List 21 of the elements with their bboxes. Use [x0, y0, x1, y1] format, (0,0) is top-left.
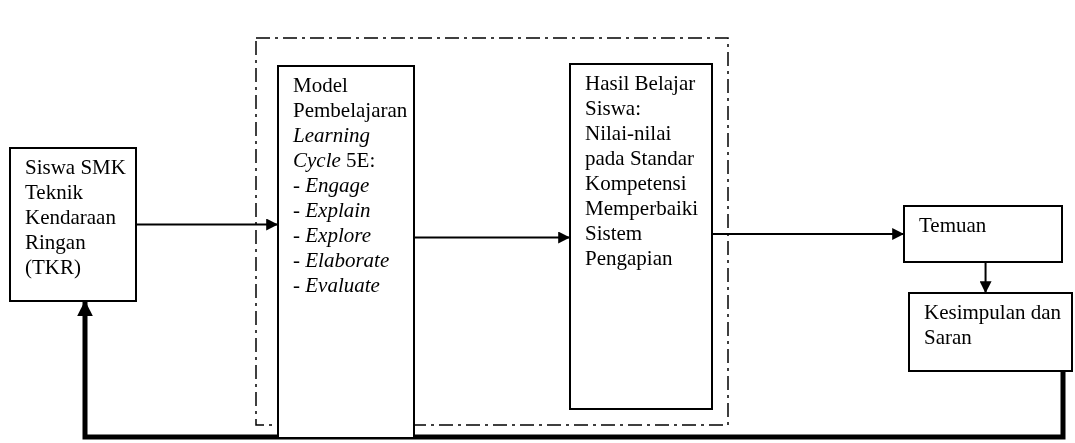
process-box: [569, 63, 713, 410]
process-box: [9, 147, 137, 302]
list-item: - Engage: [293, 173, 371, 198]
process-box: [277, 65, 415, 439]
box-text: Temuan: [919, 213, 988, 238]
box-text: Model Pembelajaran Learning Cycle 5E:: [293, 73, 409, 173]
list-item: - Explore: [293, 223, 372, 248]
process-box: [908, 292, 1073, 372]
box-text: Kesimpulan dan Saran: [924, 300, 1063, 350]
list-item: - Evaluate: [293, 273, 381, 298]
process-box: [903, 205, 1063, 263]
arrow: [414, 231, 571, 244]
list-item: - Explain: [293, 198, 372, 223]
arrow: [712, 228, 905, 240]
box-text: Nilai-nilai pada Standar Kompetensi Memperbaiki Sistem Pengapian: [585, 121, 700, 271]
arrow: [136, 218, 279, 231]
arrow: [77, 300, 1066, 440]
box-text: Hasil Belajar Siswa:: [585, 71, 697, 121]
box-text: Siswa SMK Teknik Kendaraan Ringan (TKR): [25, 155, 127, 280]
arrow: [979, 262, 992, 294]
list-item: - Elaborate: [293, 248, 391, 273]
